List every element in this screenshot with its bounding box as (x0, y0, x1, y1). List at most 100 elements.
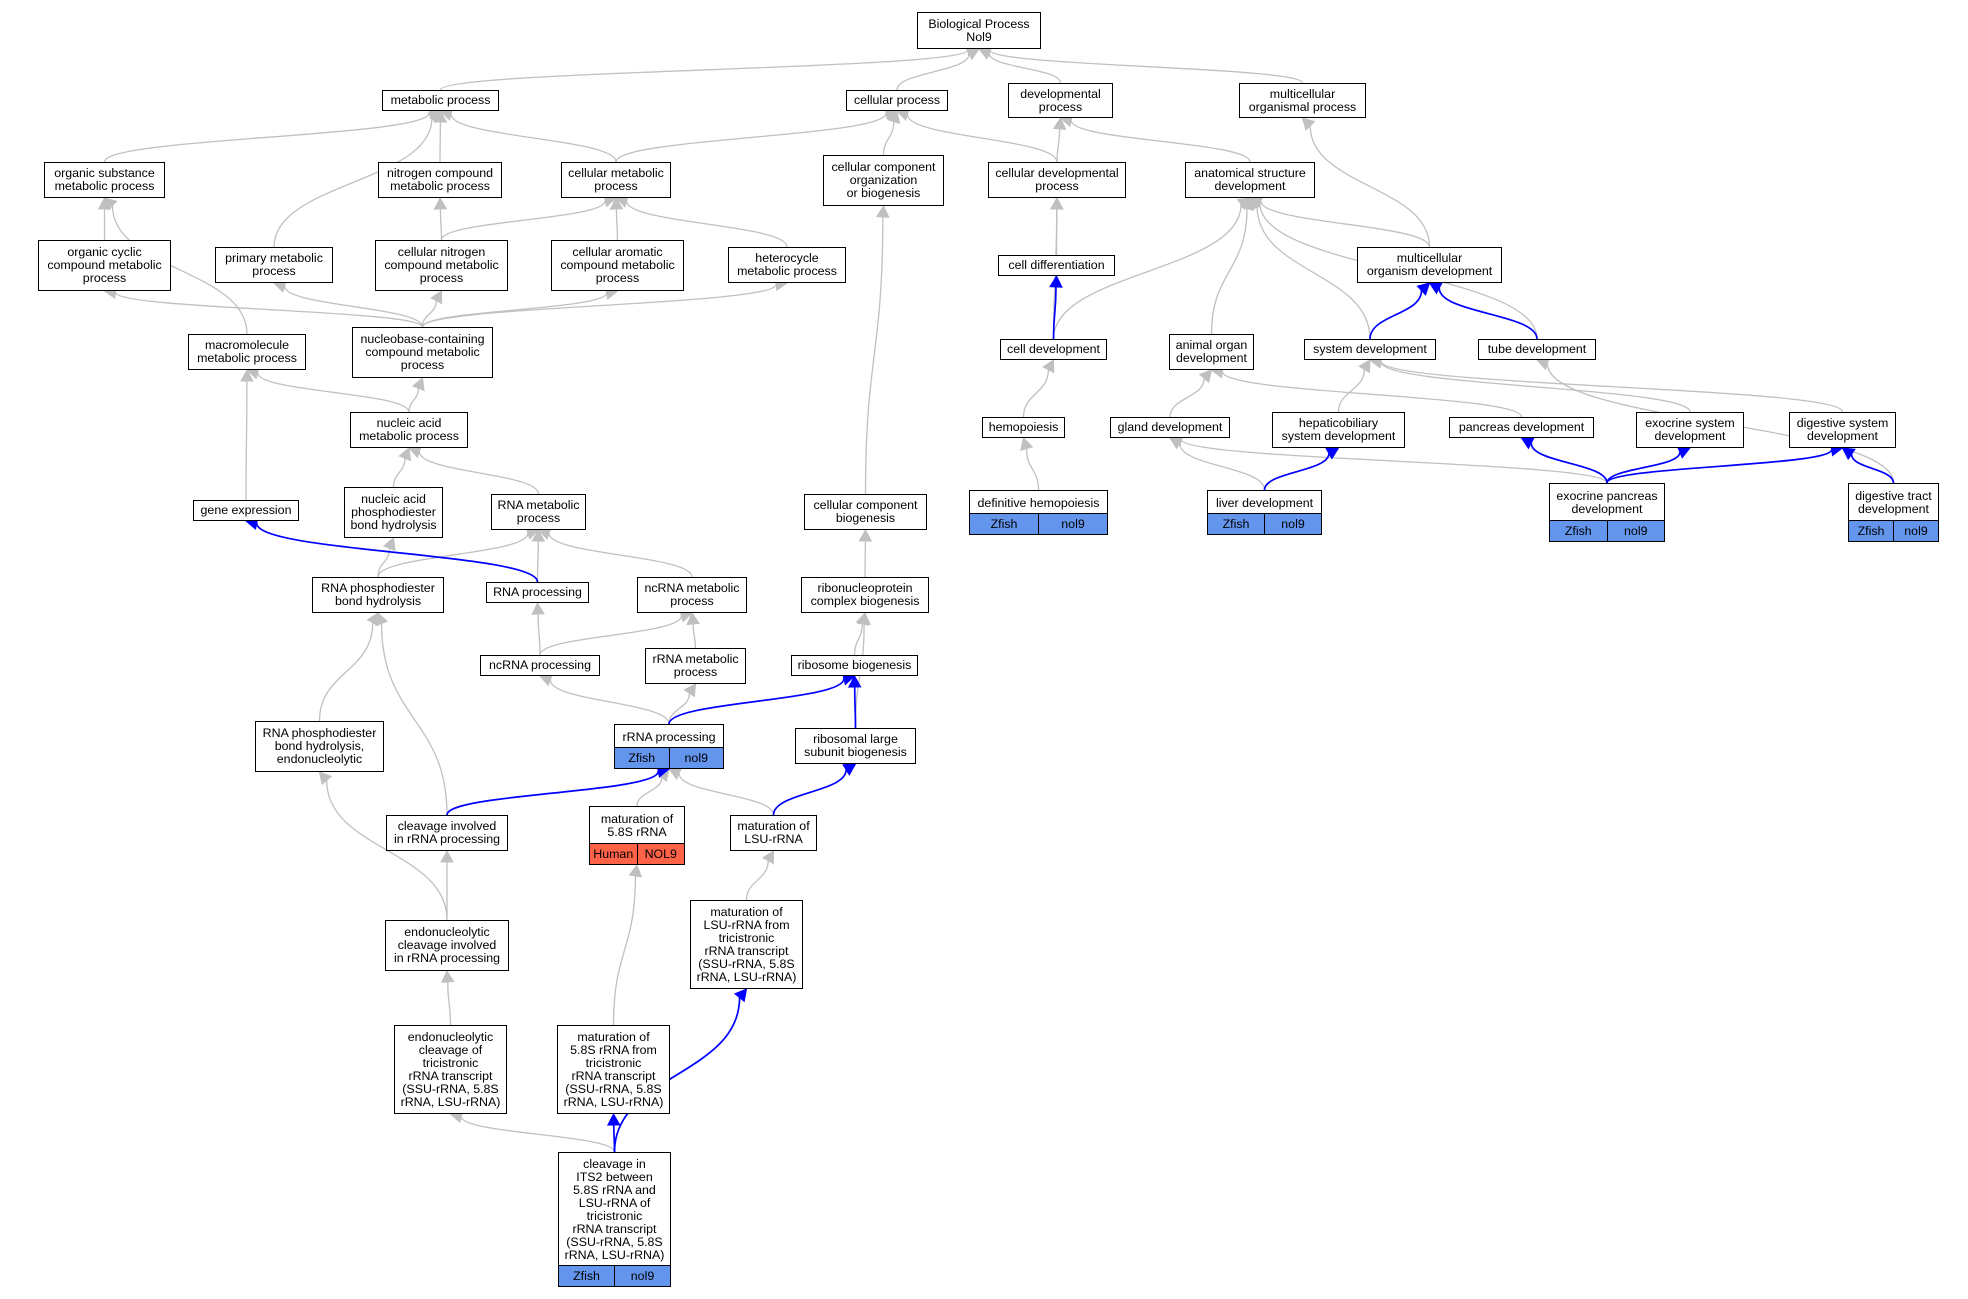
go-term-label: cleavage involved in rRNA processing (393, 819, 501, 846)
is-a-edge-arrowhead (531, 528, 546, 542)
go-term-node[interactable]: nucleobase-containing compound metabolic… (352, 327, 493, 378)
go-term-node[interactable]: multicellular organism development (1357, 247, 1502, 283)
is-a-edge-arrowhead (103, 197, 118, 211)
is-a-edge (853, 623, 863, 656)
gene-tag: nol9 (1606, 521, 1664, 541)
go-term-node[interactable]: nucleic acid phosphodiester bond hydroly… (344, 487, 443, 538)
go-term-node[interactable]: endonucleolytic cleavage involved in rRN… (385, 920, 509, 971)
part-of-edge (1438, 287, 1538, 340)
go-term-node[interactable]: Biological Process Nol9 (917, 12, 1041, 49)
go-term-node[interactable]: cell differentiation (998, 255, 1115, 276)
go-term-node[interactable]: ribosome biogenesis (791, 655, 918, 676)
go-term-node[interactable]: ribosomal large subunit biogenesis (795, 728, 916, 764)
go-term-node[interactable]: gene expression (193, 500, 299, 521)
go-term-node[interactable]: rRNA metabolic process (645, 648, 746, 684)
is-a-edge (549, 679, 670, 725)
is-a-edge-arrowhead (1020, 436, 1034, 451)
go-term-node[interactable]: maturation of LSU-rRNA (730, 815, 817, 851)
go-term-node[interactable]: cellular component biogenesis (804, 494, 927, 530)
is-a-edge (421, 300, 438, 328)
go-term-node[interactable]: hepaticobiliary system development (1272, 412, 1405, 448)
is-a-edge-arrowhead (761, 850, 775, 865)
go-term-node[interactable]: tube development (1478, 339, 1596, 360)
go-term-node[interactable]: cleavage in ITS2 between 5.8S rRNA and L… (558, 1152, 671, 1287)
go-term-node[interactable]: digestive system development (1789, 412, 1896, 448)
go-term-node[interactable]: cellular metabolic process (561, 162, 671, 198)
go-term-node[interactable]: cellular process (846, 90, 948, 111)
is-a-edge-arrowhead (1358, 359, 1371, 374)
part-of-edge (1530, 442, 1608, 484)
is-a-edge-arrowhead (609, 196, 624, 210)
go-term-node[interactable]: macromolecule metabolic process (188, 334, 306, 370)
go-term-label: exocrine system development (1645, 416, 1735, 443)
is-a-edge (1169, 378, 1205, 418)
go-term-node[interactable]: organic substance metabolic process (44, 162, 165, 198)
go-term-node[interactable]: maturation of LSU-rRNA from tricistronic… (690, 900, 803, 989)
go-term-label: heterocycle metabolic process (737, 251, 837, 278)
go-term-node[interactable]: ribonucleoprotein complex biogenesis (801, 577, 929, 613)
is-a-edge-arrowhead (857, 611, 871, 626)
go-term-node[interactable]: nitrogen compound metabolic process (378, 162, 502, 198)
is-a-edge (1070, 120, 1251, 163)
is-a-edge-arrowhead (683, 683, 697, 698)
go-term-node[interactable]: hemopoiesis (982, 417, 1065, 438)
go-term-node[interactable]: heterocycle metabolic process (728, 247, 846, 283)
go-term-node[interactable]: cellular aromatic compound metabolic pro… (551, 240, 684, 291)
is-a-edge (1380, 360, 1844, 413)
is-a-edge (896, 53, 970, 91)
go-term-node[interactable]: multicellular organismal process (1239, 83, 1366, 118)
go-term-node[interactable]: pancreas development (1449, 417, 1594, 438)
gene-tag: nol9 (1264, 514, 1321, 534)
is-a-edge (377, 532, 529, 578)
is-a-edge (548, 533, 693, 578)
is-a-edge (612, 875, 637, 1026)
is-a-edge (1022, 369, 1050, 418)
is-a-edge (421, 283, 777, 328)
go-term-node[interactable]: animal organ development (1169, 334, 1254, 370)
go-term-node[interactable]: maturation of 5.8S rRNA from tricistroni… (557, 1025, 670, 1114)
go-term-node[interactable]: organic cyclic compound metabolic proces… (38, 240, 171, 291)
go-term-label: nitrogen compound metabolic process (386, 166, 494, 193)
go-term-node[interactable]: ncRNA metabolic process (637, 577, 747, 613)
go-term-node[interactable]: primary metabolic process (215, 247, 333, 283)
go-term-node[interactable]: system development (1304, 339, 1436, 360)
part-of-edge-arrowhead (1049, 274, 1063, 288)
is-a-edge (1210, 208, 1248, 335)
go-term-node[interactable]: ncRNA processing (480, 655, 600, 676)
go-term-node[interactable]: metabolic process (382, 90, 499, 111)
is-a-edge-arrowhead (433, 196, 448, 210)
is-a-edge (439, 208, 443, 241)
go-term-node[interactable]: endonucleolytic cleavage of tricistronic… (394, 1025, 507, 1114)
gene-tag: nol9 (614, 1266, 670, 1286)
go-term-node[interactable]: RNA phosphodiester bond hydrolysis, endo… (255, 721, 384, 772)
go-term-node[interactable]: cleavage involved in rRNA processing (386, 815, 508, 851)
go-term-node[interactable]: exocrine system development (1636, 412, 1744, 448)
go-term-node[interactable]: RNA processing (486, 582, 589, 603)
part-of-edge (1606, 451, 1681, 484)
go-term-label: digestive tract development (1855, 489, 1932, 516)
go-term-label: ncRNA processing (489, 658, 591, 672)
go-term-node[interactable]: anatomical structure development (1185, 162, 1315, 198)
is-a-edge (450, 113, 617, 163)
go-term-node[interactable]: cellular nitrogen compound metabolic pro… (375, 240, 508, 291)
go-term-node[interactable]: cell development (1000, 339, 1107, 360)
gene-tag: nol9 (1038, 514, 1107, 534)
go-term-node[interactable]: nucleic acid metabolic process (350, 412, 468, 448)
is-a-edge (625, 200, 788, 248)
go-term-node[interactable]: RNA metabolic process (491, 494, 586, 530)
is-a-edge (245, 380, 248, 501)
go-term-node[interactable]: cellular component organization or bioge… (823, 155, 944, 206)
go-term-node[interactable]: RNA phosphodiester bond hydrolysis (312, 577, 444, 613)
is-a-edge-arrowhead (318, 771, 333, 786)
is-a-edge-arrowhead (686, 611, 700, 626)
go-term-node[interactable]: gland development (1110, 417, 1230, 438)
go-term-node[interactable]: developmental process (1008, 83, 1113, 118)
go-term-node[interactable]: cellular developmental process (988, 162, 1126, 198)
